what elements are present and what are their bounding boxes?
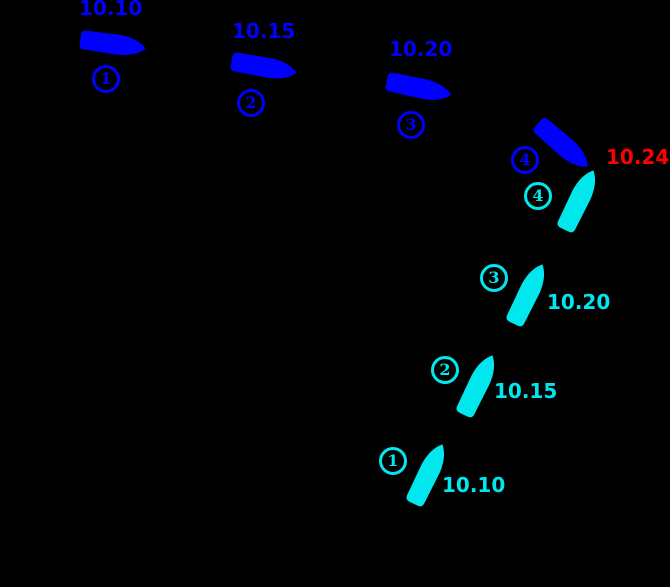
blue-ship-3 bbox=[384, 71, 454, 105]
blue-ship-1 bbox=[78, 29, 148, 59]
blue-time-label-2: 10.15 bbox=[232, 19, 296, 43]
blue-seq-badge-4: 4 bbox=[511, 146, 539, 174]
cyan-seq-number-1: 1 bbox=[387, 451, 399, 470]
cyan-time-label-3: 10.20 bbox=[547, 290, 611, 314]
cyan-time-label-2: 10.15 bbox=[494, 379, 558, 403]
cyan-seq-badge-1: 1 bbox=[379, 447, 407, 475]
blue-seq-number-4: 4 bbox=[519, 150, 531, 169]
cyan-seq-badge-3: 3 bbox=[480, 264, 508, 292]
cyan-seq-number-2: 2 bbox=[439, 360, 451, 379]
blue-time-label-3: 10.20 bbox=[389, 37, 453, 61]
blue-seq-badge-1: 1 bbox=[92, 65, 120, 93]
cyan-ship-3 bbox=[504, 259, 552, 329]
cyan-seq-number-3: 3 bbox=[488, 268, 500, 287]
cyan-seq-badge-4: 4 bbox=[524, 182, 552, 210]
blue-time-label-1: 10.10 bbox=[79, 0, 143, 20]
blue-ship-2 bbox=[229, 51, 299, 83]
blue-seq-number-2: 2 bbox=[245, 93, 257, 112]
blue-seq-number-3: 3 bbox=[405, 115, 417, 134]
cyan-seq-badge-2: 2 bbox=[431, 356, 459, 384]
cyan-seq-number-4: 4 bbox=[532, 186, 544, 205]
blue-seq-badge-3: 3 bbox=[397, 111, 425, 139]
cyan-time-label-1: 10.10 bbox=[442, 473, 506, 497]
cyan-ship-4 bbox=[555, 165, 603, 235]
blue-seq-badge-2: 2 bbox=[237, 89, 265, 117]
collision-time-label: 10.24 bbox=[606, 145, 670, 169]
blue-seq-number-1: 1 bbox=[100, 69, 112, 88]
